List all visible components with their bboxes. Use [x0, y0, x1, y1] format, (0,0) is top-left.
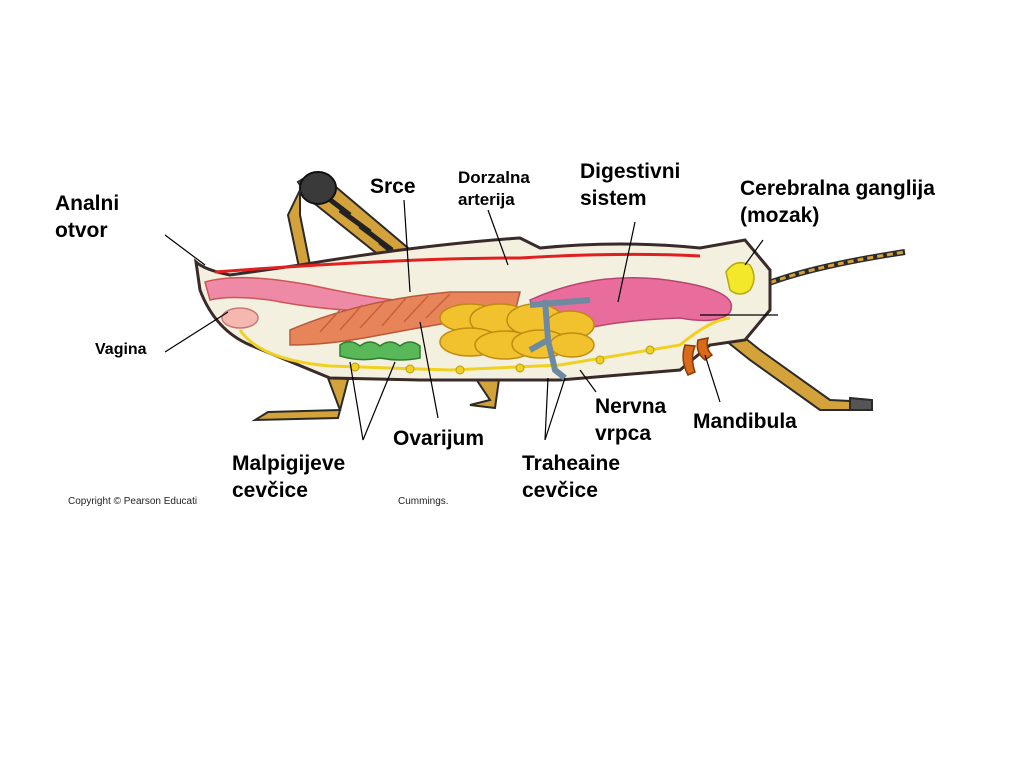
label-pointers	[164, 199, 778, 441]
vagina-organ	[221, 307, 259, 329]
brain	[725, 261, 755, 295]
nerve-cord	[238, 316, 731, 372]
mandible	[682, 337, 714, 376]
label-vagina: Vagina	[95, 341, 147, 358]
antenna	[750, 249, 906, 293]
label-cerebralna-ganglija: Cerebralna ganglija(mozak)	[740, 177, 935, 228]
tracheal-tubes	[528, 297, 591, 381]
label-ovarijum: Ovarijum	[393, 427, 485, 450]
dorsal-artery-line	[214, 252, 701, 274]
label-mandibula: Mandibula	[693, 410, 797, 433]
copyright-right: Cummings.	[398, 496, 449, 507]
malpighian-tubules	[339, 341, 421, 361]
label-srce: Srce	[370, 175, 416, 198]
ovary	[439, 303, 595, 360]
copyright-left: Copyright © Pearson Educati	[68, 496, 198, 507]
